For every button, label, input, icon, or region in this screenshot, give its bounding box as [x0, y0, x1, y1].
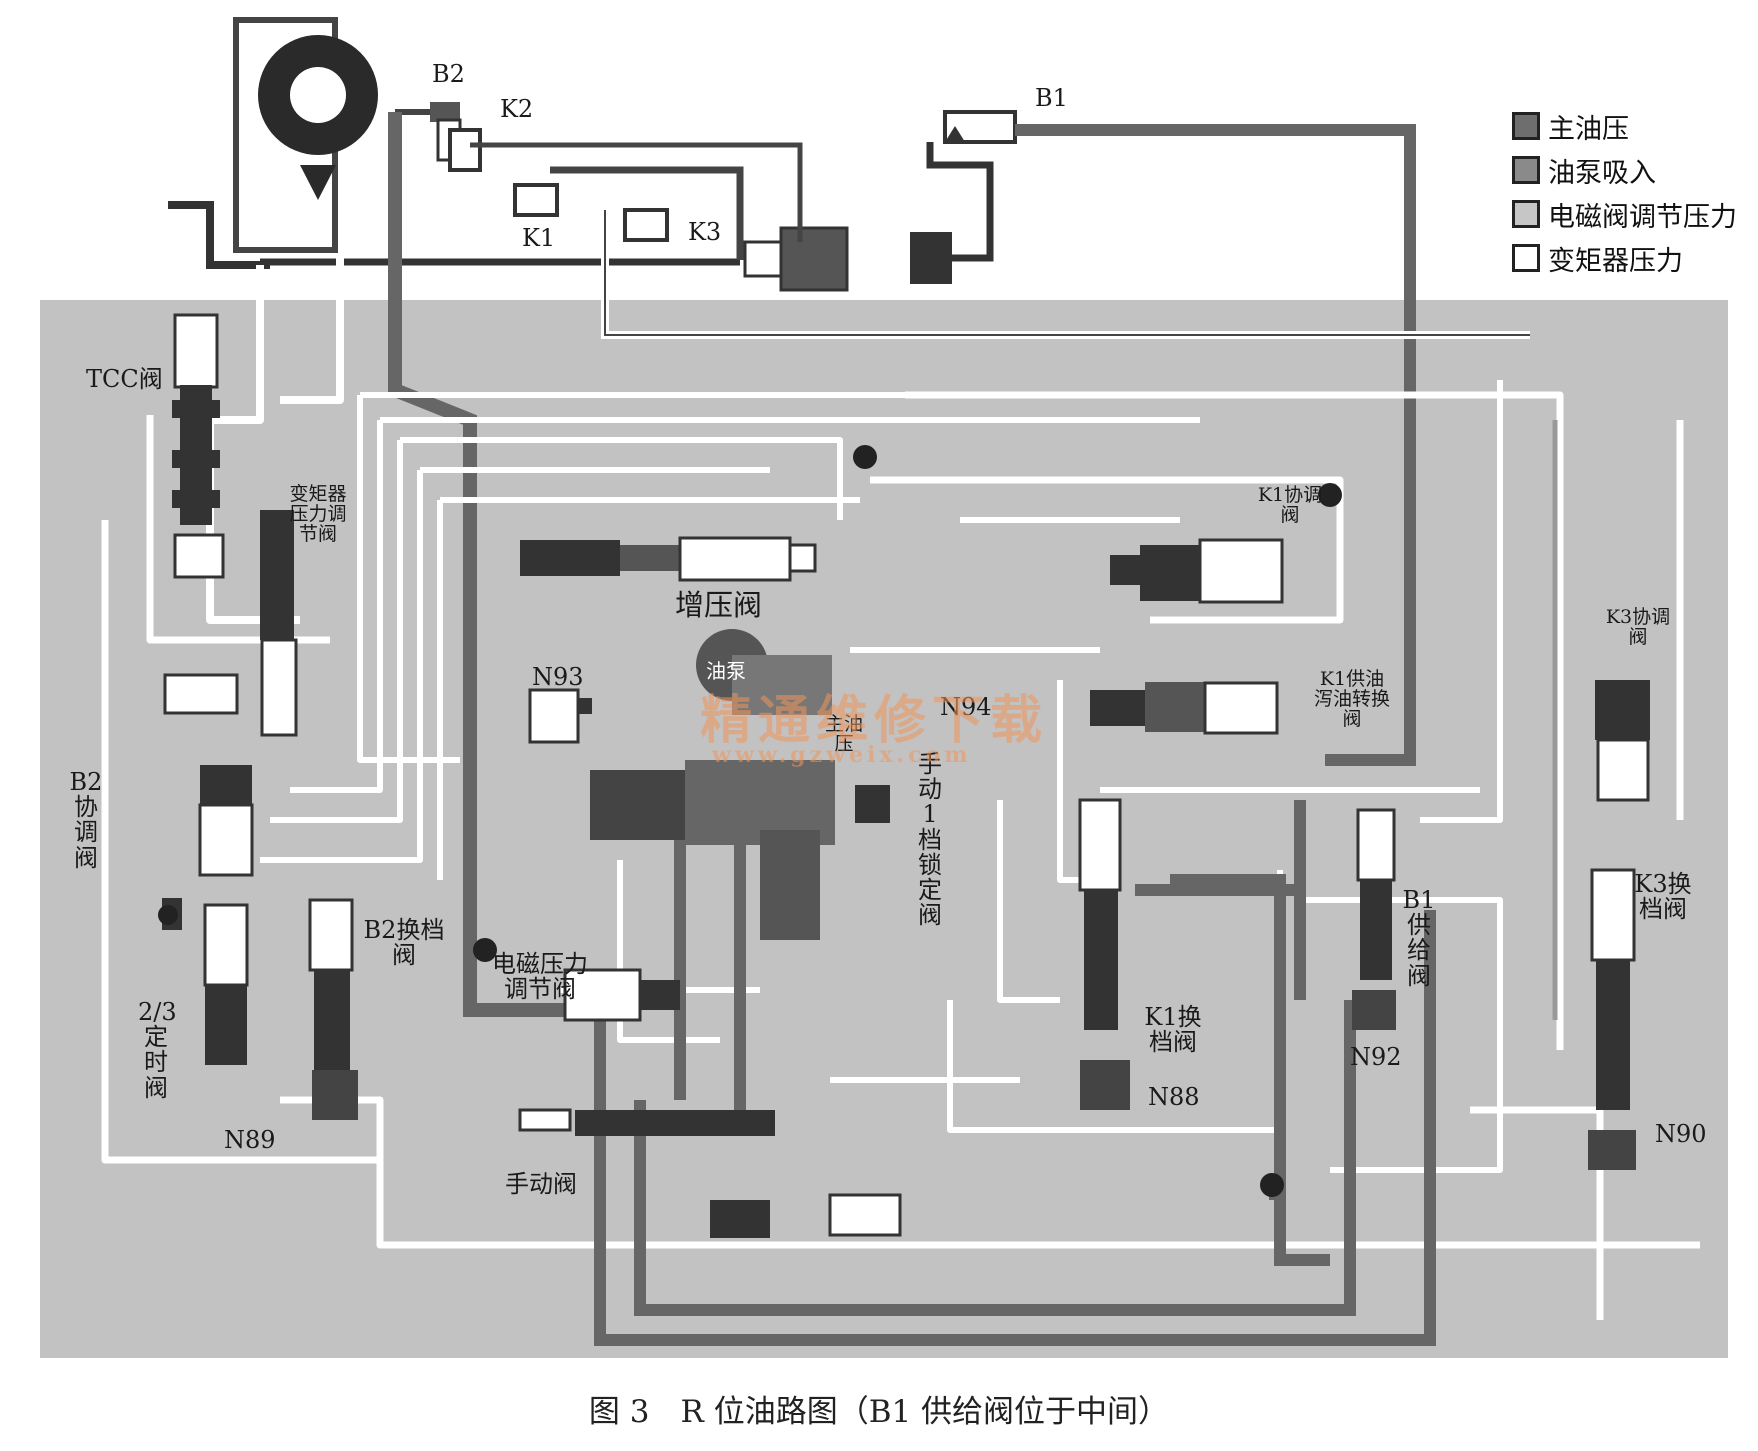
label-b2-clutch: B2	[432, 60, 465, 88]
label-n88: N88	[1148, 1083, 1200, 1111]
label-b2-shift-valve: B2换档阀	[363, 916, 445, 970]
check-balls	[158, 445, 1342, 1197]
label-b1-brake: B1	[1035, 84, 1068, 112]
legend-swatch-solenoid-pressure	[1512, 200, 1540, 228]
label-timing-23-valve: 2/3定时阀	[138, 998, 177, 1102]
legend: 主油压 油泵吸入 电磁阀调节压力 变矩器压力	[1512, 104, 1737, 280]
label-main-pressure: 主油压	[824, 713, 863, 755]
label-k1-clutch: K1	[522, 224, 556, 252]
label-k3-clutch: K3	[688, 218, 722, 246]
label-tc-pressure-regulator: 变矩器压力调节阀	[289, 483, 347, 545]
boost-valve	[520, 536, 817, 582]
label-oil-pump: 油泵	[706, 659, 746, 683]
label-k3-coordination-valve: K3协调阀	[1605, 606, 1671, 648]
brake-b1	[943, 110, 1017, 144]
timing-23-valve	[203, 903, 249, 1065]
clutch-k3	[623, 208, 669, 242]
clutch-k2	[448, 128, 482, 172]
k1-supply-drain-valve	[1090, 681, 1279, 735]
manual-valve	[518, 1108, 775, 1136]
label-k1-supply-drain-valve: K1供油泻油转换阀	[1313, 668, 1390, 730]
label-manual-valve: 手动阀	[505, 1170, 577, 1198]
legend-label-converter-pressure: 变矩器压力	[1548, 245, 1683, 277]
valve-body-panel	[40, 300, 1728, 1358]
legend-label-solenoid-pressure: 电磁阀调节压力	[1548, 201, 1737, 233]
label-boost-valve: 增压阀	[675, 588, 763, 622]
legend-item-solenoid-pressure: 电磁阀调节压力	[1512, 192, 1737, 236]
manual-1st-lock-valve	[710, 1193, 902, 1238]
legend-item-converter-pressure: 变矩器压力	[1512, 236, 1737, 280]
label-k2-clutch: K2	[500, 95, 534, 123]
label-n90: N90	[1655, 1120, 1707, 1148]
label-k1-coordination-valve: K1协调阀	[1257, 484, 1323, 526]
legend-label-pump-suction: 油泵吸入	[1548, 157, 1656, 189]
k3-coordination-valve	[1595, 680, 1650, 802]
main-pressure-regulator	[590, 760, 890, 940]
watermark-url: www.gzweix.com	[712, 742, 972, 768]
b2-coordination-valve	[162, 765, 254, 930]
gear-train	[260, 142, 994, 292]
label-b2-coordination-valve: B2协调阀	[69, 768, 103, 872]
k3-shift-valve	[1588, 868, 1636, 1170]
label-tcc-valve: TCC阀	[86, 365, 163, 393]
label-k3-shift-valve: K3换档阀	[1634, 870, 1692, 924]
label-n89: N89	[224, 1126, 276, 1154]
oil-pump	[696, 629, 832, 715]
label-solenoid-regulator-valve: 电磁压力调节阀	[492, 950, 588, 1004]
legend-swatch-main-pressure	[1512, 112, 1540, 140]
figure-caption: 图 3 R 位油路图（B1 供给阀位于中间）	[588, 1394, 1170, 1430]
label-k1-shift-valve: K1换档阀	[1144, 1003, 1202, 1057]
legend-item-main-pressure: 主油压	[1512, 104, 1737, 148]
b2-shift-valve	[308, 898, 358, 1120]
tcc-valve	[172, 313, 225, 579]
b1-supply-valve	[1352, 808, 1396, 1030]
internal-passages	[101, 255, 1700, 1320]
solenoid-n93	[528, 688, 592, 744]
k1-shift-valve	[1078, 798, 1130, 1110]
label-n94: N94	[940, 693, 992, 721]
clutch-k1	[513, 183, 559, 217]
watermark-title: 精通维修下载	[700, 690, 1049, 751]
label-manual-1st-lock-valve: 手动1档锁定阀	[918, 750, 942, 930]
tc-pressure-regulator-valve	[163, 510, 298, 737]
legend-label-main-pressure: 主油压	[1548, 113, 1629, 145]
legend-swatch-converter-pressure	[1512, 244, 1540, 272]
legend-swatch-pump-suction	[1512, 156, 1540, 184]
legend-item-pump-suction: 油泵吸入	[1512, 148, 1737, 192]
label-b1-supply-valve: B1供给阀	[1402, 886, 1436, 990]
label-n92: N92	[1350, 1043, 1402, 1071]
torque-converter	[168, 17, 378, 269]
label-n93: N93	[532, 663, 584, 691]
k1-coordination-valve	[1110, 538, 1284, 604]
solenoid-regulator-valve	[563, 968, 680, 1022]
